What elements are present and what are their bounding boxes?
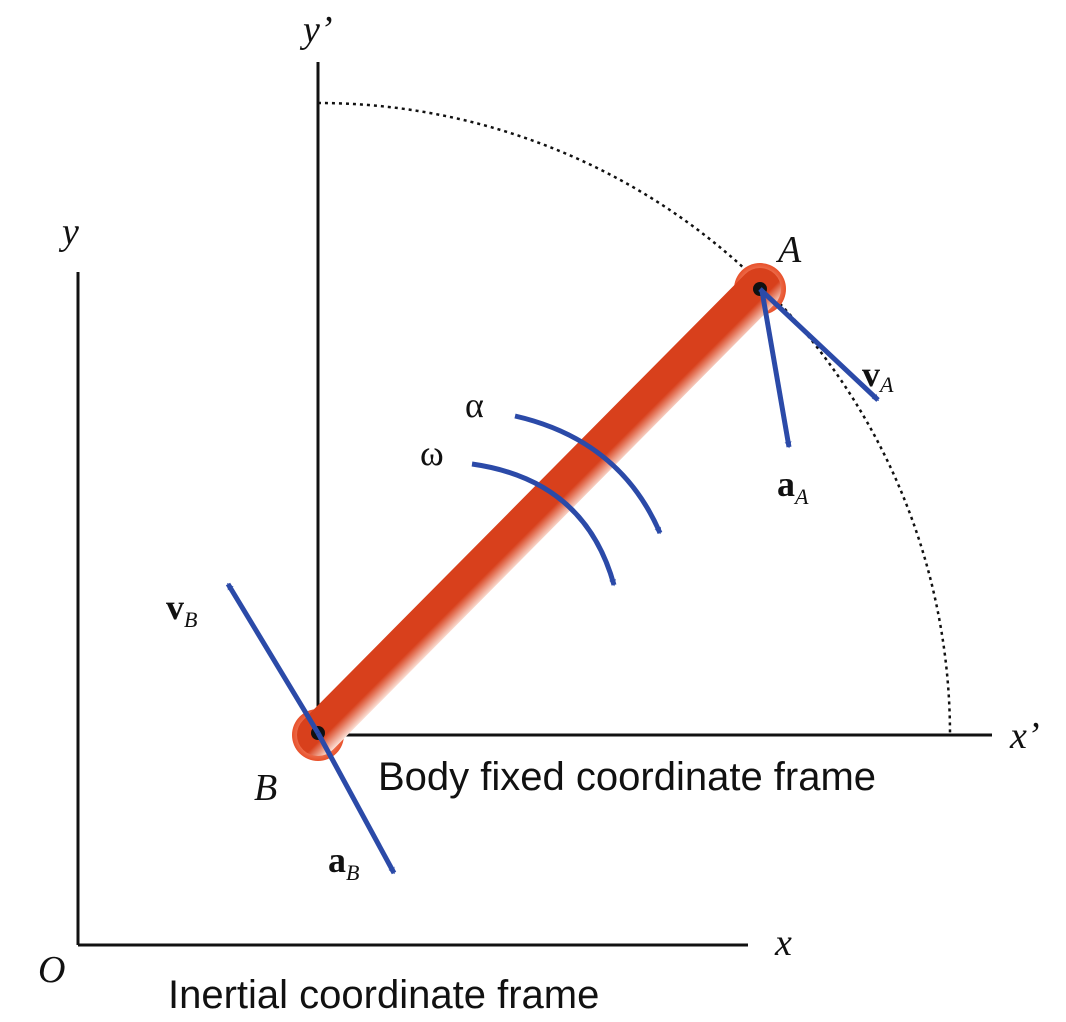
label-point-a: A: [775, 229, 802, 271]
label-x: x: [774, 922, 792, 964]
label-velocity-b: vB: [166, 587, 197, 632]
velocity-a-arrow: [758, 287, 880, 402]
body-axes: [316, 62, 992, 737]
label-velocity-b-main: v: [166, 587, 184, 627]
caption-body-frame: Body fixed coordinate frame: [378, 755, 876, 799]
label-acceleration-b: aB: [328, 840, 359, 885]
label-velocity-a-sub: A: [878, 372, 894, 397]
label-point-b: B: [254, 767, 277, 809]
label-alpha: α: [465, 385, 484, 425]
vectors-b: [225, 582, 397, 875]
angular-arrows: [471, 413, 663, 587]
omega-arrow: [471, 461, 617, 587]
vectors-a: [758, 287, 880, 449]
rod-body: [297, 268, 781, 756]
label-origin: O: [38, 949, 65, 991]
label-acceleration-a-sub: A: [793, 484, 809, 509]
label-acceleration-b-sub: B: [346, 860, 359, 885]
rod: [292, 263, 786, 761]
label-velocity-a: vA: [862, 354, 894, 397]
label-velocity-a-main: v: [862, 354, 880, 394]
caption-inertial-frame: Inertial coordinate frame: [168, 973, 599, 1017]
label-x-prime: x’: [1009, 715, 1040, 757]
label-acceleration-a: aA: [777, 464, 809, 509]
inertial-axes: [76, 272, 748, 947]
acceleration-a-arrow: [759, 290, 792, 449]
velocity-b-arrow: [225, 582, 321, 735]
label-omega: ω: [420, 433, 444, 473]
acceleration-b-arrow: [315, 731, 397, 875]
label-velocity-b-sub: B: [184, 607, 197, 632]
label-acceleration-a-main: a: [777, 464, 795, 504]
label-acceleration-b-main: a: [328, 840, 346, 880]
label-y-prime: y’: [299, 9, 333, 51]
alpha-arrow: [514, 413, 663, 535]
label-y: y: [58, 211, 79, 253]
dotted-arc: [317, 101, 952, 736]
